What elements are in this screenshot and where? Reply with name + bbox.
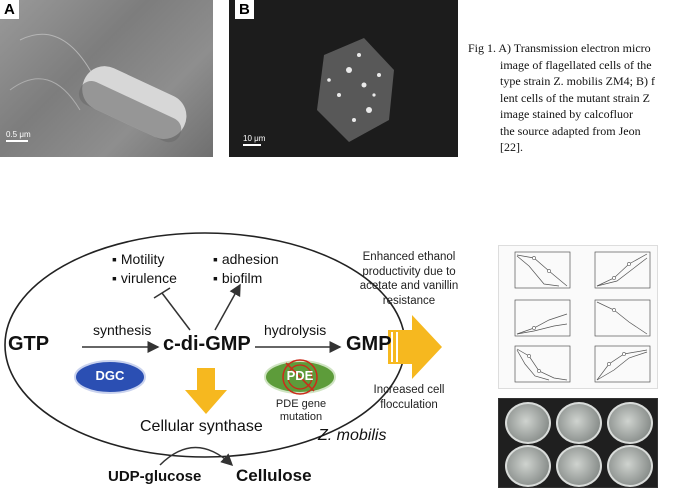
caption-line: image stained by calcofluor	[468, 106, 673, 123]
udp-glucose-label: UDP-glucose	[108, 468, 201, 485]
pde-mutation-note: PDE gene mutation	[266, 398, 336, 424]
scale-label-a: 0.5 μm	[6, 130, 31, 139]
petri-dish	[607, 445, 653, 487]
pde-label: PDE	[280, 368, 320, 383]
growth-curves-thumbnail	[498, 245, 658, 389]
gmp-label: GMP	[346, 333, 392, 356]
petri-dish	[556, 445, 602, 487]
caption-line: image of flagellated cells of the	[468, 57, 673, 74]
enhanced-ethanol-note: Enhanced ethanol productivity due to ace…	[350, 250, 468, 308]
biofilm-label: ▪ biofilm	[213, 270, 262, 286]
caption-line: type strain Z. mobilis ZM4; B) f	[468, 73, 673, 90]
petri-dish	[607, 402, 653, 444]
caption-line: lent cells of the mutant strain Z	[468, 90, 673, 107]
c-di-gmp-label: c-di-GMP	[163, 333, 251, 356]
micrograph-b: B 10 μm	[229, 0, 458, 157]
scale-bar-a	[6, 140, 28, 142]
adhesion-label: ▪ adhesion	[213, 251, 279, 267]
growth-curves-image	[499, 246, 657, 388]
caption-line: the source adapted from Jeon	[468, 123, 673, 140]
dgc-label: DGC	[90, 368, 130, 383]
scale-bar-b	[243, 144, 261, 146]
cellular-synthase-arrow	[185, 368, 227, 414]
inhibition-line	[162, 293, 190, 330]
panel-b-label: B	[235, 0, 254, 19]
scale-label-b: 10 μm	[243, 134, 265, 143]
petri-dish	[556, 402, 602, 444]
virulence-label: ▪ virulence	[112, 270, 177, 286]
inhibition-bar	[154, 288, 170, 298]
synthesis-label: synthesis	[93, 322, 151, 338]
micrograph-a: A 0.5 μm	[0, 0, 213, 157]
caption-line: Fig 1. A) Transmission electron micro	[468, 40, 673, 57]
flocculation-note: Increased cell flocculation	[364, 383, 454, 412]
promotion-arrow	[215, 285, 240, 330]
figure-caption: Fig 1. A) Transmission electron micro im…	[468, 40, 673, 156]
micrograph-a-image	[0, 0, 213, 157]
petri-dish	[505, 402, 551, 444]
hydrolysis-label: hydrolysis	[264, 322, 326, 338]
petri-dish-photo	[498, 398, 658, 488]
petri-dish	[505, 445, 551, 487]
gtp-label: GTP	[8, 333, 49, 356]
motility-label: ▪ Motility	[112, 251, 164, 267]
organism-label: Z. mobilis	[318, 427, 386, 445]
cellulose-label: Cellulose	[236, 466, 312, 486]
caption-line: [22].	[468, 139, 673, 156]
cellular-synthase-label: Cellular synthase	[140, 418, 263, 436]
panel-a-label: A	[0, 0, 19, 19]
